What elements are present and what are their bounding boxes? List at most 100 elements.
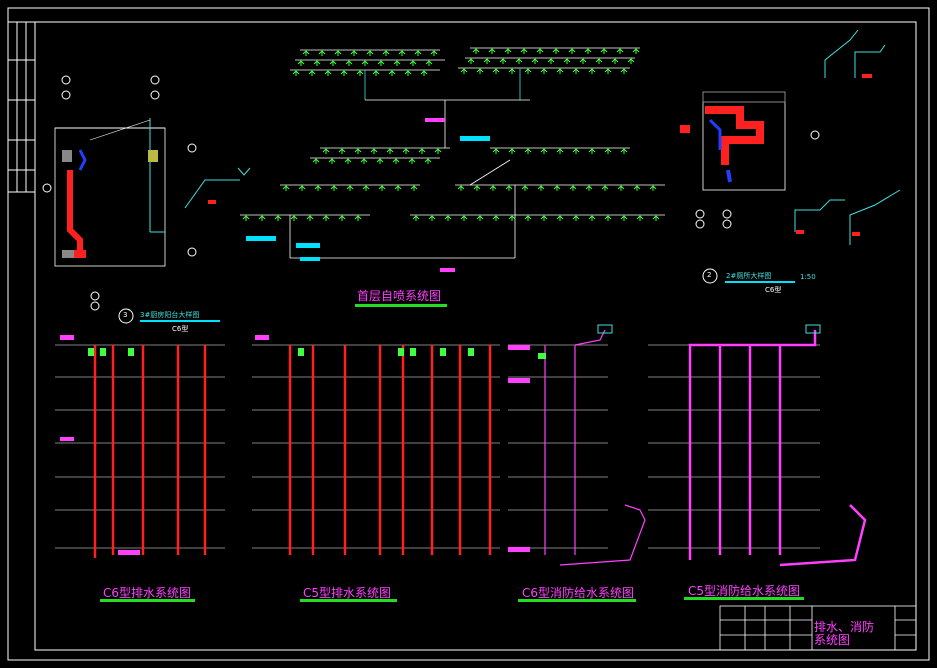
- sprinkler-head-icon: [410, 185, 418, 191]
- sprinkler-head-icon: [378, 185, 386, 191]
- sprinkler-head-icon: [318, 50, 326, 56]
- drawing-frame: [7, 7, 930, 661]
- c5-fire-system: [648, 324, 867, 567]
- sprinkler-head-icon: [282, 185, 290, 191]
- sprinkler-head-icon: [322, 148, 330, 154]
- sprinkler-head-icon: [394, 185, 402, 191]
- sprinkler-head-icon: [540, 148, 548, 154]
- sprinkler-head-icon: [392, 158, 400, 164]
- detail3-type: C6型: [172, 325, 189, 333]
- sprinkler-head-icon: [345, 60, 353, 66]
- sprinkler-head-icon: [553, 185, 561, 191]
- sprinkler-head-icon: [292, 70, 300, 76]
- sprinkler-head-icon: [428, 215, 436, 221]
- sprinkler-head-icon: [460, 215, 468, 221]
- sprinkler-head-icon: [412, 215, 420, 221]
- sprinkler-head-icon: [312, 158, 320, 164]
- sprinkler-head-icon: [430, 50, 438, 56]
- sprinkler-head-icon: [536, 48, 544, 54]
- sprinkler-head-icon: [398, 50, 406, 56]
- sprinkler-head-icon: [344, 158, 352, 164]
- sprinkler-head-icon: [308, 70, 316, 76]
- sprinkler-head-icon: [472, 48, 480, 54]
- sprinkler-head-icon: [584, 48, 592, 54]
- sprinkler-head-icon: [556, 215, 564, 221]
- sprinkler-head-icon: [329, 60, 337, 66]
- sprinkler-head-icon: [489, 185, 497, 191]
- sprinkler-head-icon: [556, 68, 564, 74]
- sprinkler-head-icon: [476, 215, 484, 221]
- sprinkler-head-icon: [492, 148, 500, 154]
- sprinkler-head-icon: [520, 48, 528, 54]
- sprinkler-head-icon: [505, 185, 513, 191]
- kitchen-detail-plan: [42, 75, 251, 311]
- sprinkler-head-icon: [338, 215, 346, 221]
- drawing-name-line1: 排水、消防: [814, 620, 875, 634]
- sprinkler-head-icon: [372, 70, 380, 76]
- sprinkler-head-icon: [476, 68, 484, 74]
- sprinkler-head-icon: [601, 185, 609, 191]
- sprinkler-head-icon: [361, 60, 369, 66]
- detail2-number: 2: [707, 271, 712, 279]
- sprinkler-head-icon: [524, 215, 532, 221]
- sprinkler-head-icon: [568, 48, 576, 54]
- sprinkler-head-icon: [620, 215, 628, 221]
- sprinkler-head-icon: [616, 48, 624, 54]
- title-block: [719, 605, 917, 651]
- toilet-detail-plan: [680, 29, 901, 284]
- sprinkler-head-icon: [297, 60, 305, 66]
- sprinkler-head-icon: [611, 58, 619, 64]
- detail2-scale: 1:50: [800, 273, 816, 281]
- sprinkler-head-icon: [313, 60, 321, 66]
- sprinkler-head-icon: [302, 50, 310, 56]
- sprinkler-head-icon: [652, 215, 660, 221]
- sprinkler-head-icon: [620, 148, 628, 154]
- sprinkler-head-icon: [402, 148, 410, 154]
- sprinkler-head-icon: [632, 48, 640, 54]
- sprinkler-head-icon: [350, 50, 358, 56]
- sprinkler-head-icon: [604, 148, 612, 154]
- sprinkler-head-icon: [595, 58, 603, 64]
- detail2-name: 2#厕所大样图: [726, 272, 772, 280]
- sprinkler-head-icon: [386, 148, 394, 154]
- title-underline: [684, 597, 804, 600]
- sprinkler-head-icon: [258, 215, 266, 221]
- sprinkler-head-icon: [483, 58, 491, 64]
- detail3-name: 3#厨房阳台大样图: [140, 311, 200, 319]
- sprinkler-head-icon: [508, 148, 516, 154]
- title-underline: [518, 599, 636, 602]
- sprinkler-head-icon: [572, 148, 580, 154]
- sprinkler-head-icon: [425, 60, 433, 66]
- sprinkler-head-icon: [524, 68, 532, 74]
- sprinkler-head-icon: [354, 148, 362, 154]
- sprinkler-head-icon: [473, 185, 481, 191]
- sprinkler-head-icon: [579, 58, 587, 64]
- sprinkler-head-icon: [537, 185, 545, 191]
- sprinkler-head-icon: [563, 58, 571, 64]
- drawing-name-line2: 系统图: [814, 633, 851, 647]
- sprinkler-head-icon: [569, 185, 577, 191]
- sprinkler-head-icon: [552, 48, 560, 54]
- sprinkler-head-icon: [617, 185, 625, 191]
- sprinkler-head-icon: [274, 215, 282, 221]
- sprinkler-head-icon: [377, 60, 385, 66]
- sprinkler-head-icon: [588, 68, 596, 74]
- sprinkler-head-icon: [604, 68, 612, 74]
- sprinkler-head-icon: [340, 70, 348, 76]
- sprinkler-head-icon: [382, 50, 390, 56]
- c6-fire-system: [508, 324, 646, 566]
- sprinkler-head-icon: [354, 215, 362, 221]
- sprinkler-head-icon: [360, 158, 368, 164]
- sprinkler-head-icon: [627, 58, 635, 64]
- sprinkler-head-icon: [600, 48, 608, 54]
- detail3-number: 3: [123, 311, 128, 319]
- sprinkler-head-icon: [356, 70, 364, 76]
- sprinkler-head-icon: [409, 60, 417, 66]
- sprinkler-head-icon: [488, 48, 496, 54]
- sprinkler-head-icon: [540, 215, 548, 221]
- title-c5-fire: C5型消防给水系统图: [688, 584, 801, 598]
- sprinkler-head-icon: [370, 148, 378, 154]
- sprinkler-head-icon: [334, 50, 342, 56]
- title-c6-drain: C6型排水系统图: [103, 586, 192, 600]
